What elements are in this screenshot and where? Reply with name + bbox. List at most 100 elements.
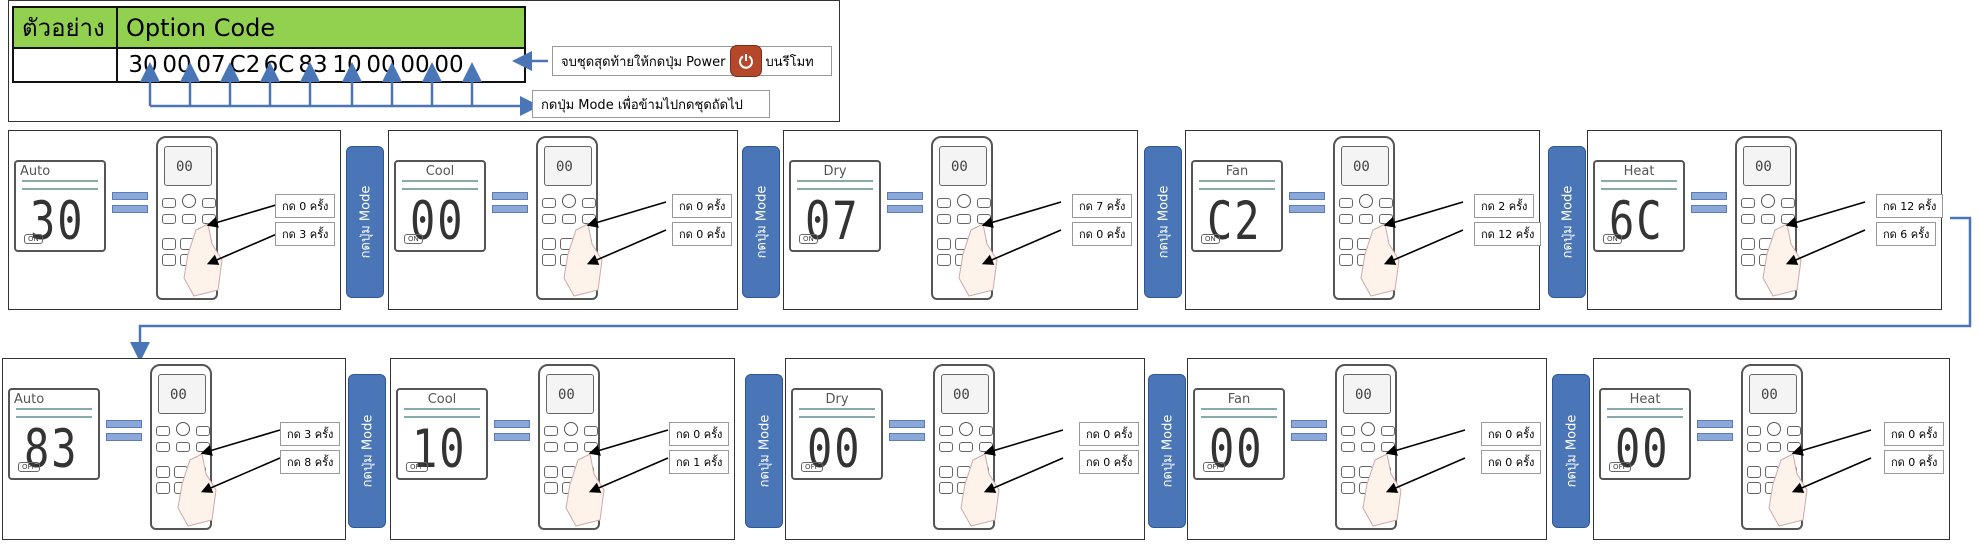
remote-button[interactable] (939, 426, 953, 436)
mode-button[interactable]: กดปุ่ม Mode (1552, 374, 1590, 528)
remote-button[interactable] (937, 198, 951, 208)
remote-button[interactable] (1747, 426, 1761, 436)
remote-button[interactable] (162, 214, 176, 224)
remote-button[interactable] (162, 238, 176, 250)
remote-button[interactable] (937, 238, 951, 250)
remote-button[interactable] (957, 214, 971, 224)
remote-button[interactable] (544, 466, 558, 478)
remote-button[interactable] (202, 198, 216, 208)
mode-button[interactable]: กดปุ่ม Mode (745, 374, 783, 528)
remote-screen-digits: 00 (953, 387, 970, 403)
remote-button[interactable] (977, 198, 991, 208)
power-icon[interactable] (1361, 422, 1375, 436)
remote-button[interactable] (1741, 254, 1755, 266)
power-icon[interactable] (1359, 194, 1373, 208)
remote-button[interactable] (542, 198, 556, 208)
remote-button[interactable] (542, 238, 556, 250)
remote-button[interactable] (939, 442, 953, 452)
remote-button[interactable] (156, 426, 170, 436)
display-digits: 00 (410, 190, 465, 252)
power-icon[interactable] (182, 194, 196, 208)
remote-button[interactable] (584, 426, 598, 436)
equals-bar (1289, 192, 1325, 200)
equals-bar (494, 433, 530, 441)
power-icon[interactable] (176, 422, 190, 436)
remote-button[interactable] (1741, 198, 1755, 208)
power-icon[interactable] (1767, 422, 1781, 436)
remote-button[interactable] (1341, 466, 1355, 478)
remote-button[interactable] (1339, 254, 1353, 266)
mode-button[interactable]: กดปุ่ม Mode (1144, 146, 1182, 298)
remote-button[interactable] (156, 466, 170, 478)
power-icon[interactable] (959, 422, 973, 436)
mode-button-label: กดปุ่ม Mode (1564, 414, 1580, 488)
remote-button[interactable] (564, 442, 578, 452)
display-mode-label: Cool (427, 392, 457, 407)
remote-button[interactable] (1341, 442, 1355, 452)
mode-button[interactable]: กดปุ่ม Mode (742, 146, 780, 298)
remote-button[interactable] (939, 466, 953, 478)
power-state-pill: ON (1603, 234, 1622, 244)
remote-button[interactable] (1787, 426, 1801, 436)
mode-button[interactable]: กดปุ่ม Mode (348, 374, 386, 528)
remote-button[interactable] (1379, 198, 1393, 208)
remote-button[interactable] (1781, 198, 1795, 208)
remote-button[interactable] (582, 198, 596, 208)
remote-button[interactable] (196, 426, 210, 436)
mode-button[interactable]: กดปุ่ม Mode (346, 146, 384, 298)
remote-button[interactable] (1381, 426, 1395, 436)
remote-screen: 00 (1743, 146, 1791, 186)
remote-button[interactable] (1747, 482, 1761, 494)
power-icon[interactable] (1761, 194, 1775, 208)
remote-button[interactable] (156, 482, 170, 494)
remote-button[interactable] (1747, 466, 1761, 478)
press-arrows (1385, 429, 1466, 493)
remote-button[interactable] (979, 426, 993, 436)
power-icon[interactable] (957, 194, 971, 208)
remote-button[interactable] (1761, 214, 1775, 224)
remote-button[interactable] (1341, 482, 1355, 494)
remote-button[interactable] (542, 254, 556, 266)
remote-button[interactable] (1741, 214, 1755, 224)
remote-button[interactable] (562, 214, 576, 224)
power-icon[interactable] (564, 422, 578, 436)
remote-button[interactable] (959, 442, 973, 452)
remote-button[interactable] (542, 214, 556, 224)
mode-button-label: กดปุ่ม Mode (360, 414, 376, 488)
remote-button[interactable] (937, 254, 951, 266)
remote-button[interactable] (544, 482, 558, 494)
remote-button[interactable] (1339, 198, 1353, 208)
remote-button[interactable] (162, 198, 176, 208)
mode-button[interactable]: กดปุ่ม Mode (1548, 146, 1586, 298)
power-icon[interactable] (562, 194, 576, 208)
power-icon (729, 45, 762, 77)
press-count-top: กด 0 ครั้ง (1481, 422, 1542, 446)
equals-bar (889, 420, 925, 428)
display-digits: 30 (30, 190, 85, 252)
remote-button[interactable] (162, 254, 176, 266)
remote-button[interactable] (156, 442, 170, 452)
display-digits: 00 (807, 418, 862, 480)
remote-button[interactable] (937, 214, 951, 224)
remote-button[interactable] (1339, 238, 1353, 250)
remote-button[interactable] (544, 426, 558, 436)
equals-bar (1289, 205, 1325, 213)
mode-button[interactable]: กดปุ่ม Mode (1148, 374, 1186, 528)
remote-button[interactable] (1361, 442, 1375, 452)
remote-button[interactable] (1341, 426, 1355, 436)
remote-button[interactable] (544, 442, 558, 452)
remote-button[interactable] (1747, 442, 1761, 452)
remote-button[interactable] (1767, 442, 1781, 452)
display-digits: 6C (1609, 190, 1664, 252)
remote-button[interactable] (1359, 214, 1373, 224)
remote-button[interactable] (939, 482, 953, 494)
remote-button[interactable] (182, 214, 196, 224)
remote-button[interactable] (1741, 238, 1755, 250)
remote-button[interactable] (1339, 214, 1353, 224)
remote-button[interactable] (176, 442, 190, 452)
display-line (1199, 188, 1275, 190)
